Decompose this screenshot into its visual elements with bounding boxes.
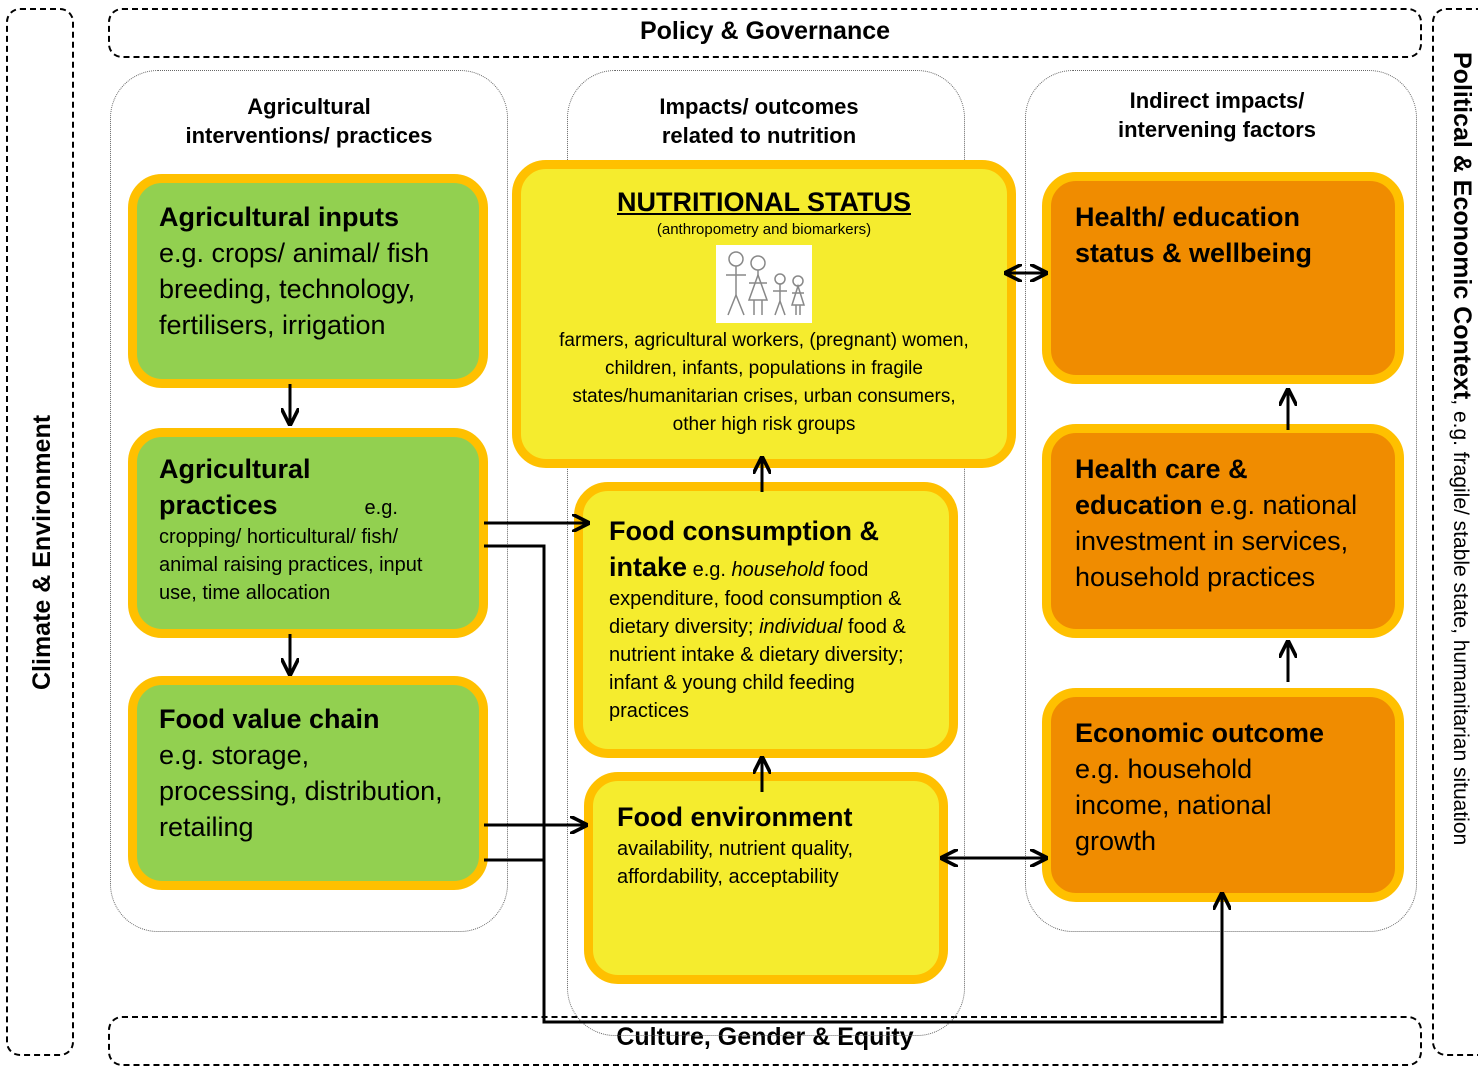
- agricultural-inputs-box: Agricultural inputs e.g. crops/ animal/ …: [128, 174, 488, 388]
- food-consumption-body-1: e.g.: [687, 559, 732, 581]
- indirect-column-title: Indirect impacts/ intervening factors: [1018, 86, 1416, 144]
- food-consumption-body-3: food expenditure, food consumption & die…: [609, 559, 902, 638]
- agricultural-practices-body: e.g. cropping/ horticultural/ fish/ anim…: [159, 497, 423, 604]
- climate-environment-frame: [6, 8, 74, 1056]
- agricultural-column-title-line2: interventions/ practices: [185, 123, 433, 148]
- agricultural-column-title: Agricultural interventions/ practices: [110, 92, 508, 150]
- economic-outcome-body: e.g. household income, national growth: [1075, 754, 1272, 856]
- food-environment-box: Food environment availability, nutrient …: [584, 772, 948, 984]
- health-care-education-body: e.g. national investment in services, ho…: [1075, 490, 1358, 592]
- agricultural-column-title-line1: Agricultural: [247, 94, 371, 119]
- health-care-education-text: Health care & education e.g. national in…: [1075, 451, 1381, 595]
- food-consumption-title: Food consumption & intake: [609, 516, 879, 582]
- agricultural-practices-box: Agricultural practices e.g. cropping/ ho…: [128, 428, 488, 638]
- food-consumption-body-2: household: [731, 559, 824, 581]
- health-care-education-box: Health care & education e.g. national in…: [1042, 424, 1404, 638]
- culture-gender-label: Culture, Gender & Equity: [616, 1023, 914, 1051]
- indirect-column-title-line1: Indirect impacts/: [1129, 88, 1305, 113]
- agricultural-inputs-title: Agricultural inputs: [159, 202, 400, 232]
- food-consumption-box: Food consumption & intake e.g. household…: [574, 482, 958, 758]
- family-stick-figures-icon: [716, 245, 812, 323]
- food-environment-body: availability, nutrient quality, affordab…: [617, 838, 854, 888]
- connector-practices-to-economic: [484, 544, 1222, 1024]
- nutritional-status-title: NUTRITIONAL STATUS: [617, 187, 911, 217]
- agricultural-column: [110, 70, 508, 932]
- agricultural-inputs-body: e.g. crops/ animal/ fish breeding, techn…: [159, 238, 430, 340]
- policy-governance-frame: [108, 8, 1422, 58]
- food-value-chain-title: Food value chain: [159, 704, 380, 734]
- nutrition-column-title: Impacts/ outcomes related to nutrition: [560, 92, 958, 150]
- health-care-education-title: Health care & education: [1075, 454, 1248, 520]
- economic-outcome-box: Economic outcome e.g. household income, …: [1042, 688, 1404, 902]
- food-consumption-body-4: individual: [759, 616, 843, 638]
- nutritional-status-body: farmers, agricultural workers, (pregnant…: [559, 330, 969, 435]
- nutrition-column-title-line2: related to nutrition: [661, 123, 857, 148]
- health-education-status-box: Health/ education status & wellbeing: [1042, 172, 1404, 384]
- food-value-chain-body: e.g. storage, processing, distribution, …: [159, 740, 443, 842]
- political-economic-frame: [1432, 8, 1478, 1056]
- food-consumption-text: Food consumption & intake e.g. household…: [609, 513, 939, 725]
- agricultural-practices-title: Agricultural practices: [159, 454, 311, 520]
- food-environment-title: Food environment: [617, 802, 853, 832]
- food-consumption-body-5: food & nutrient intake & dietary diversi…: [609, 616, 906, 722]
- policy-governance-label: Policy & Governance: [639, 17, 891, 45]
- nutrition-column-title-line1: Impacts/ outcomes: [659, 94, 859, 119]
- agricultural-practices-text: Agricultural practices e.g. cropping/ ho…: [159, 451, 459, 607]
- nutrition-column: [567, 70, 965, 1036]
- food-value-chain-box: Food value chain e.g. storage, processin…: [128, 676, 488, 890]
- indirect-column-title-line2: intervening factors: [1117, 117, 1317, 142]
- nutritional-status-box: NUTRITIONAL STATUS (anthropometry and bi…: [512, 160, 1016, 468]
- nutritional-status-subtitle: (anthropometry and biomarkers): [656, 221, 872, 238]
- economic-outcome-title: Economic outcome: [1075, 718, 1325, 748]
- health-education-status-title: Health/ education status & wellbeing: [1075, 202, 1313, 268]
